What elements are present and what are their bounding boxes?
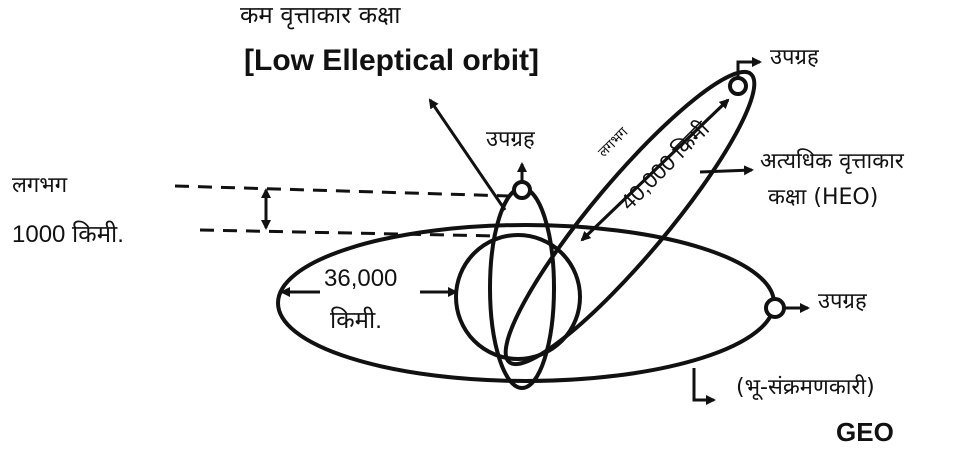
satellite-middle-label: उपग्रह xyxy=(486,127,535,152)
heo-orbit xyxy=(503,69,757,367)
geo-label: GEO xyxy=(836,417,894,447)
low-orbit-english-label: [Low Elleptical orbit] xyxy=(244,44,540,77)
arrow-low-orbit xyxy=(428,98,507,211)
distance-36000-unit: किमी. xyxy=(330,307,382,334)
heo-hindi-label: अत्यधिक वृत्ताकार xyxy=(760,149,904,174)
arrow-40000-head xyxy=(580,98,730,242)
satellite-top-right-label: उपग्रह xyxy=(770,45,819,70)
arrow-heo xyxy=(699,165,754,176)
satellite-top-right-dot xyxy=(728,76,748,96)
approx-1000-label: 1000 किमी. xyxy=(12,221,124,248)
guide-line-bottom xyxy=(199,228,499,238)
arrow-geo xyxy=(692,368,716,405)
approx-label: लगभग xyxy=(12,173,68,198)
arrow-satellite-top-right xyxy=(736,57,762,78)
heo-line2-label: कक्षा (HEO) xyxy=(768,185,879,210)
guide-line-top xyxy=(174,184,511,198)
low-orbit-hindi-label: कम वृत्ताकार कक्षा xyxy=(240,1,401,29)
geo-hindi-label: (भू-संक्रमणकारी) xyxy=(736,375,875,400)
distance-36000-number: 36,000 xyxy=(324,265,398,292)
satellite-right-label: उपग्रह xyxy=(818,289,867,314)
satellite-middle-dot xyxy=(512,180,532,200)
earth-circle xyxy=(454,233,582,361)
satellite-right-dot xyxy=(764,297,786,319)
